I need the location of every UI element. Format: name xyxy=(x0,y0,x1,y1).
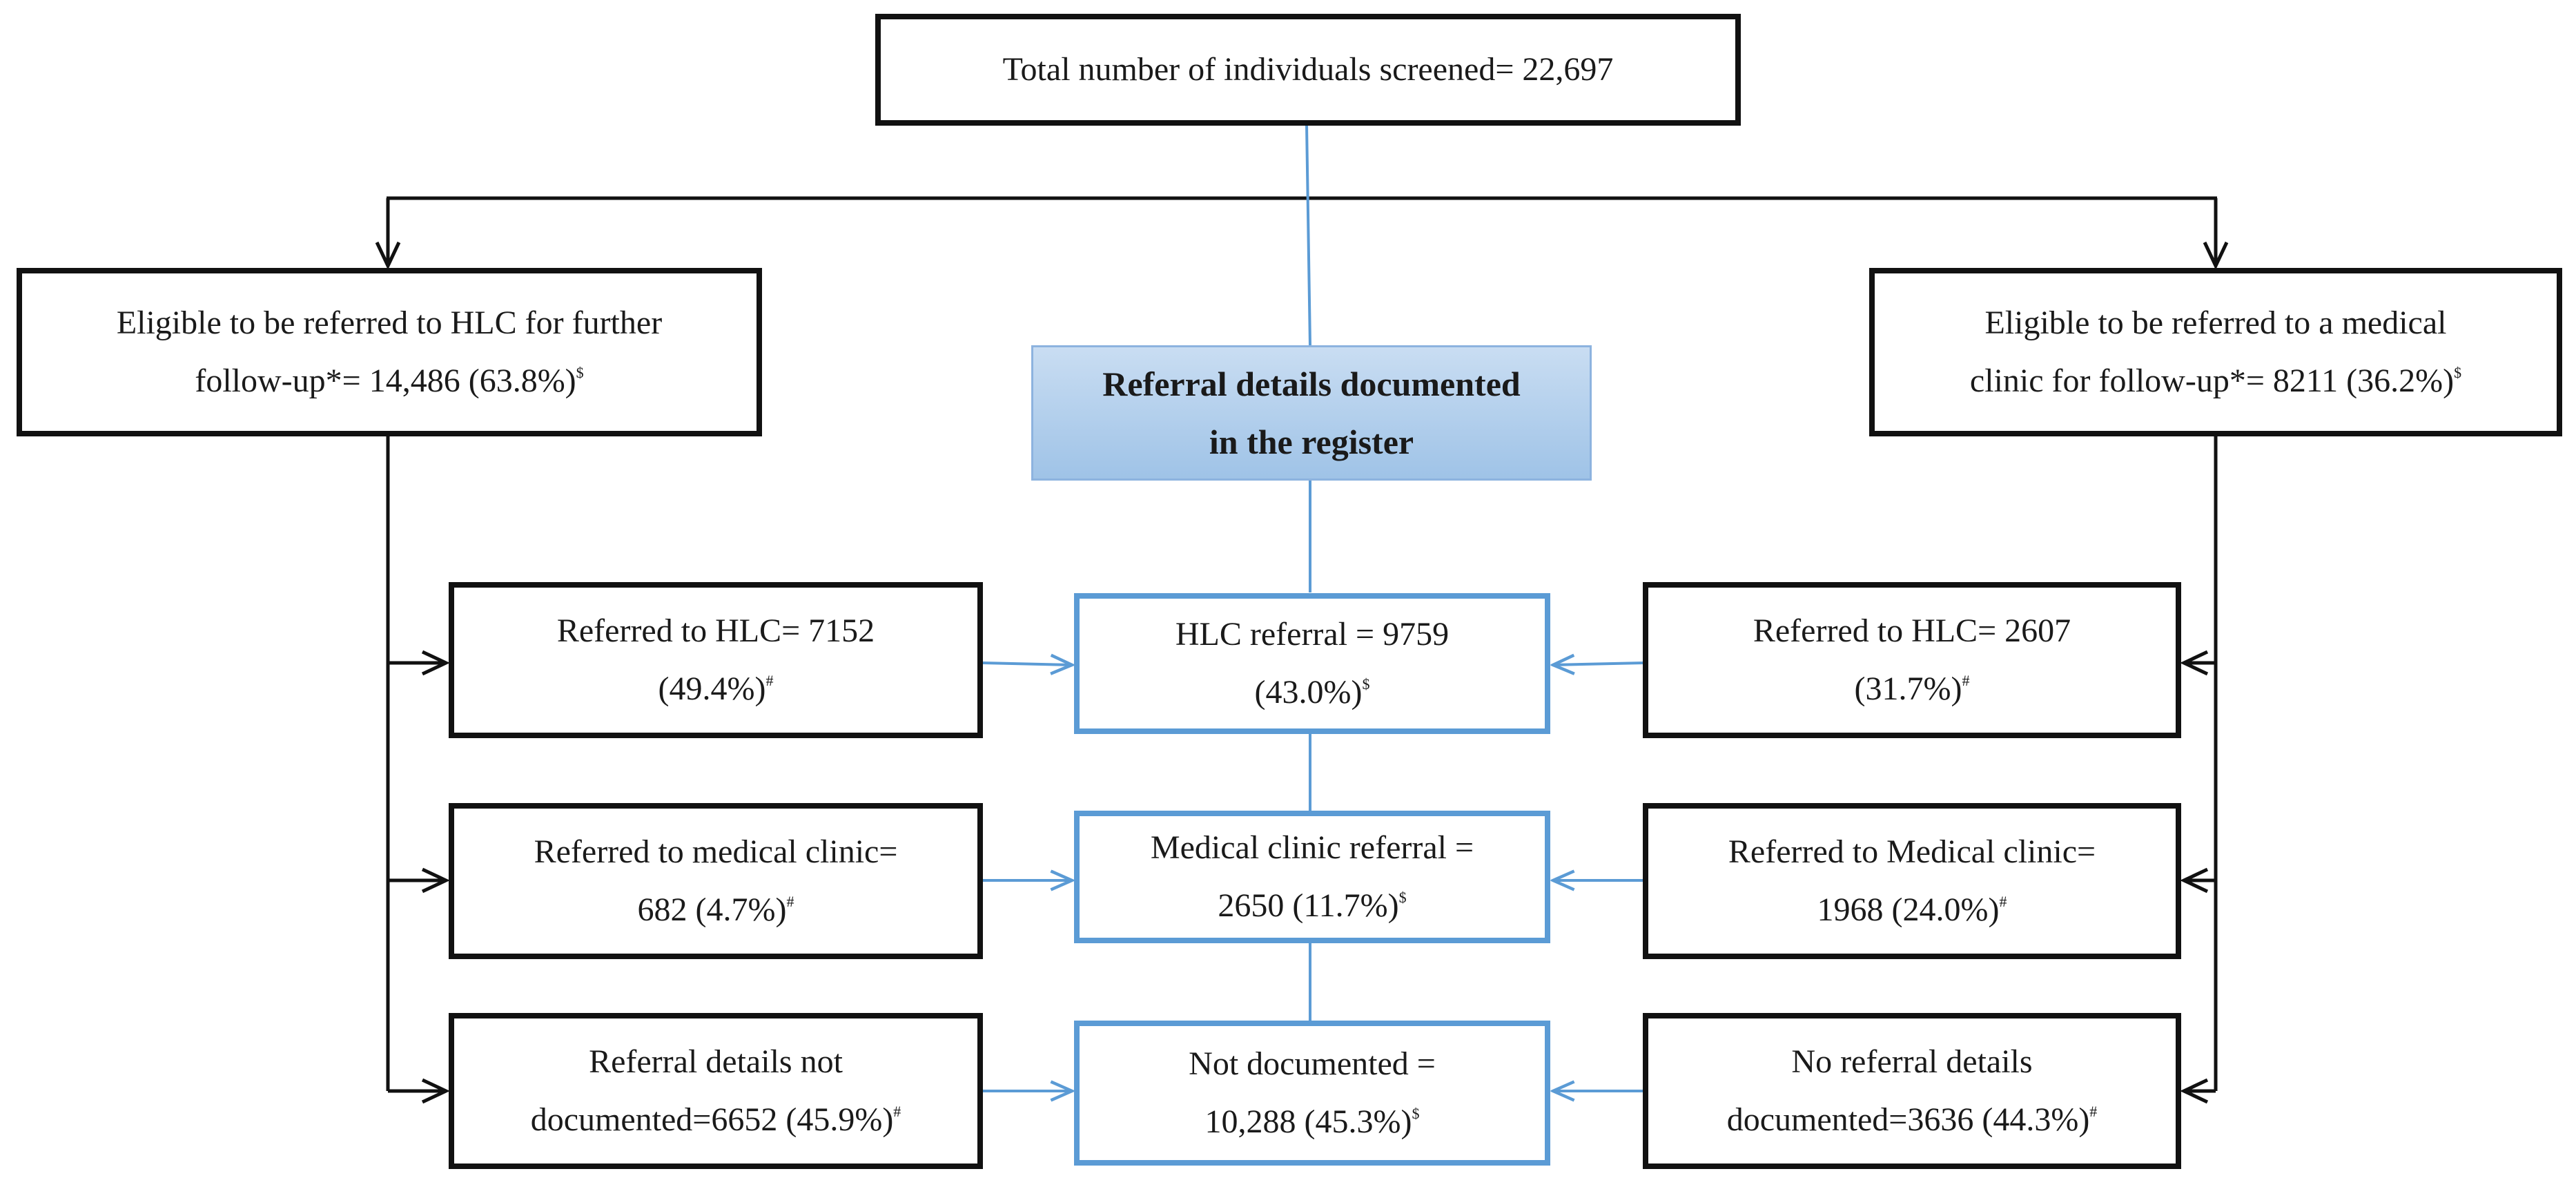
eligible-hlc-label: Eligible to be referred to HLC for furth… xyxy=(116,305,663,399)
note-mark: # xyxy=(765,672,774,689)
left-not-documented-box: Referral details not documented=6652 (45… xyxy=(449,1013,983,1169)
center-trunk-lines xyxy=(1305,124,1311,1021)
left-trunk-lines xyxy=(386,435,446,1091)
left-referred-medical-label: Referred to medical clinic= 682 (4.7%)# xyxy=(534,833,898,928)
left-not-documented-label: Referral details not documented=6652 (45… xyxy=(530,1043,901,1138)
left-referred-medical-box: Referred to medical clinic= 682 (4.7%)# xyxy=(449,803,983,959)
right-referred-medical-label: Referred to Medical clinic= 1968 (24.0%)… xyxy=(1728,833,2096,928)
eligible-medical-label: Eligible to be referred to a medical cli… xyxy=(1969,305,2462,399)
center-medical-referral-box: Medical clinic referral = 2650 (11.7%)$ xyxy=(1074,811,1550,943)
note-mark: # xyxy=(1999,893,2007,910)
eligible-medical-box: Eligible to be referred to a medical cli… xyxy=(1869,268,2562,436)
register-header-label: Referral details documented in the regis… xyxy=(1102,365,1521,461)
center-arrows xyxy=(982,663,1645,1091)
right-referred-medical-box: Referred to Medical clinic= 1968 (24.0%)… xyxy=(1643,803,2181,959)
note-mark: $ xyxy=(1412,1105,1420,1122)
center-not-documented-label: Not documented = 10,288 (45.3%)$ xyxy=(1189,1045,1436,1140)
center-not-documented-box: Not documented = 10,288 (45.3%)$ xyxy=(1074,1021,1550,1166)
total-screened-box: Total number of individuals screened= 22… xyxy=(875,14,1741,126)
note-mark: # xyxy=(786,893,794,910)
right-referred-hlc-label: Referred to HLC= 2607 (31.7%)# xyxy=(1753,612,2071,707)
top-branch-lines xyxy=(387,196,2217,266)
note-mark: # xyxy=(2089,1103,2098,1120)
note-mark: # xyxy=(1962,672,1970,689)
right-no-details-box: No referral details documented=3636 (44.… xyxy=(1643,1013,2181,1169)
note-mark: $ xyxy=(2454,364,2462,381)
right-trunk-lines xyxy=(2184,435,2218,1091)
right-referred-hlc-box: Referred to HLC= 2607 (31.7%)# xyxy=(1643,582,2181,738)
note-mark: $ xyxy=(1398,889,1407,906)
note-mark: $ xyxy=(576,364,584,381)
center-medical-referral-label: Medical clinic referral = 2650 (11.7%)$ xyxy=(1150,829,1474,924)
left-referred-hlc-box: Referred to HLC= 7152 (49.4%)# xyxy=(449,582,983,738)
center-hlc-referral-box: HLC referral = 9759 (43.0%)$ xyxy=(1074,593,1550,734)
note-mark: # xyxy=(893,1103,901,1120)
total-screened-label: Total number of individuals screened= 22… xyxy=(1002,51,1614,88)
left-referred-hlc-label: Referred to HLC= 7152 (49.4%)# xyxy=(556,612,875,707)
center-hlc-referral-label: HLC referral = 9759 (43.0%)$ xyxy=(1175,616,1450,711)
note-mark: $ xyxy=(1362,675,1370,693)
register-header-box: Referral details documented in the regis… xyxy=(1031,345,1592,481)
eligible-hlc-box: Eligible to be referred to HLC for furth… xyxy=(17,268,762,436)
right-no-details-label: No referral details documented=3636 (44.… xyxy=(1726,1043,2098,1138)
